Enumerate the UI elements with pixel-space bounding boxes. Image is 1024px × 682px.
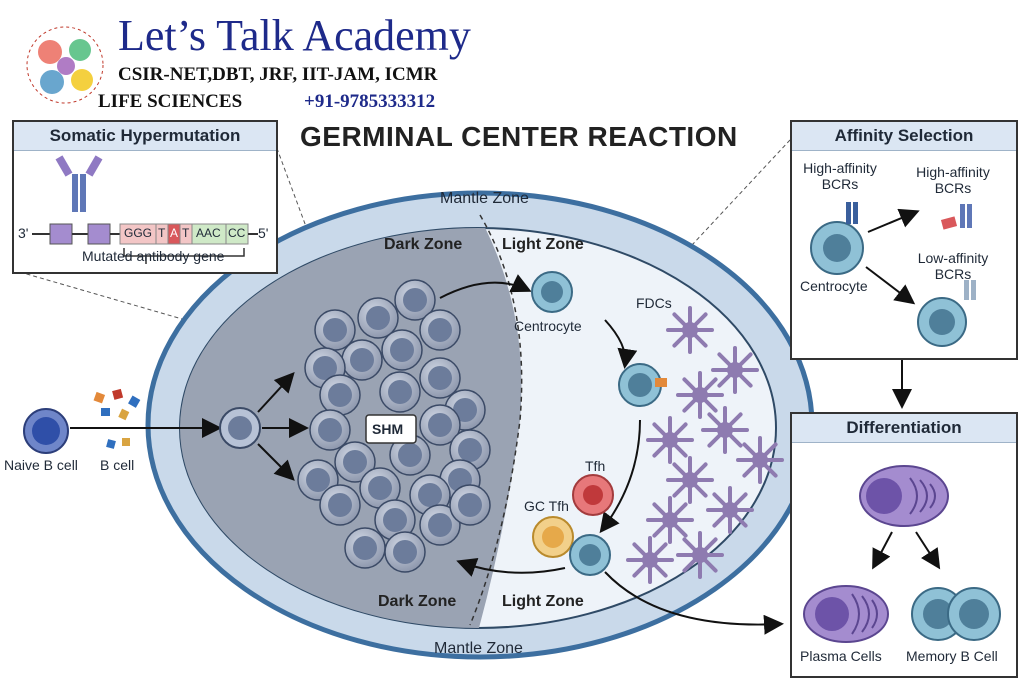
fdc-dendrites bbox=[666, 306, 714, 354]
fdc-cell bbox=[692, 547, 708, 563]
light-zone-top: Light Zone bbox=[502, 236, 584, 253]
centroblast-nucleus bbox=[328, 383, 352, 407]
fdc-dendrites bbox=[626, 536, 674, 584]
fdc-cell bbox=[722, 502, 738, 518]
fdc-network bbox=[626, 306, 784, 584]
fdc-cell bbox=[642, 552, 658, 568]
centroblast-nucleus bbox=[428, 513, 452, 537]
fdc-dendrites bbox=[666, 456, 714, 504]
fdc-dendrites bbox=[706, 486, 754, 534]
memory-b-cell-label: Memory B Cell bbox=[906, 648, 998, 664]
centroblast-nucleus bbox=[428, 318, 452, 342]
brand-phone: +91-9785333312 bbox=[304, 91, 436, 112]
centroblast-nucleus bbox=[368, 476, 392, 500]
fdc-cell bbox=[662, 512, 678, 528]
seq-cc: CC bbox=[228, 226, 246, 240]
brand-subject: LIFE SCIENCES bbox=[98, 91, 243, 112]
page-title: GERMINAL CENTER REACTION bbox=[300, 121, 738, 152]
centroblast-nucleus bbox=[306, 468, 330, 492]
fdc-cell bbox=[692, 387, 708, 403]
centroblast-nucleus bbox=[328, 493, 352, 517]
centroblast-nucleus bbox=[313, 356, 337, 380]
fdc-dendrites bbox=[711, 346, 759, 394]
mantle-zone-top: Mantle Zone bbox=[440, 190, 529, 207]
tfh-label: Tfh bbox=[585, 458, 606, 474]
plasma-cells-label: Plasma Cells bbox=[800, 648, 882, 664]
centroblast-nucleus bbox=[343, 450, 367, 474]
gene-end-3prime: 3' bbox=[18, 225, 29, 241]
somatic-hypermutation-panel: Somatic Hypermutation 3' 5' GGG T A T AA… bbox=[12, 120, 278, 274]
fdc-cell bbox=[662, 432, 678, 448]
centroblast-nucleus bbox=[418, 483, 442, 507]
seq-t2: T bbox=[182, 226, 190, 240]
seq-ggg: GGG bbox=[124, 226, 153, 240]
somatic-panel-heading: Somatic Hypermutation bbox=[14, 122, 276, 151]
fdc-dendrites bbox=[646, 496, 694, 544]
antibody-gene-graphic bbox=[32, 155, 258, 264]
centroblast-nucleus bbox=[350, 348, 374, 372]
centroblast-nucleus bbox=[458, 493, 482, 517]
centroblast-nucleus bbox=[390, 338, 414, 362]
fdcs-label: FDCs bbox=[636, 295, 672, 311]
centroblast-nucleus bbox=[383, 508, 407, 532]
differentiation-graphic bbox=[803, 465, 1001, 643]
affinity-panel-heading: Affinity Selection bbox=[792, 122, 1016, 151]
fdc-dendrites bbox=[701, 406, 749, 454]
centroblast-nucleus bbox=[318, 418, 342, 442]
b-cell-label: B cell bbox=[100, 457, 135, 473]
differentiation-panel-heading: Differentiation bbox=[792, 414, 1016, 443]
fdc-dendrites bbox=[736, 436, 784, 484]
differentiation-panel: Differentiation Plasma Cells Memory B Ce… bbox=[790, 412, 1018, 678]
centroblast-nucleus bbox=[398, 443, 422, 467]
centroblast-nucleus bbox=[428, 366, 452, 390]
centroblast-nucleus bbox=[458, 438, 482, 462]
dark-zone-bottom: Dark Zone bbox=[378, 593, 457, 610]
gene-end-5prime: 5' bbox=[258, 225, 269, 241]
fdc-cell bbox=[727, 362, 743, 378]
centrocyte-label: Centrocyte bbox=[514, 318, 582, 334]
shm-label: SHM bbox=[372, 421, 404, 437]
affinity-centrocyte-label: Centrocyte bbox=[800, 278, 868, 294]
seq-aac: AAC bbox=[196, 226, 221, 240]
centroblast-nucleus bbox=[323, 318, 347, 342]
centroblast-nucleus bbox=[453, 398, 477, 422]
fdc-dendrites bbox=[676, 371, 724, 419]
gene-caption: Mutated antibody gene bbox=[82, 248, 225, 264]
centroblast-nucleus bbox=[428, 413, 452, 437]
fdc-cell bbox=[682, 322, 698, 338]
fdc-dendrites bbox=[676, 531, 724, 579]
centroblast-cluster bbox=[297, 279, 491, 573]
fdc-dendrites bbox=[646, 416, 694, 464]
naive-b-cell bbox=[23, 408, 69, 454]
fdc-cell bbox=[752, 452, 768, 468]
brand-exams: CSIR-NET,DBT, JRF, IIT-JAM, ICMR bbox=[118, 64, 438, 85]
seq-t1: T bbox=[158, 226, 166, 240]
mantle-zone-bottom: Mantle Zone bbox=[434, 640, 523, 657]
gc-tfh-label: GC Tfh bbox=[524, 498, 569, 514]
centroblast-nucleus bbox=[353, 536, 377, 560]
antigen-fragments bbox=[93, 388, 141, 449]
dark-zone-top: Dark Zone bbox=[384, 236, 463, 253]
fdc-cell bbox=[682, 472, 698, 488]
light-zone-bottom: Light Zone bbox=[502, 593, 584, 610]
centroblast-nucleus bbox=[388, 380, 412, 404]
seq-a-mutated: A bbox=[170, 226, 179, 240]
centroblast-nucleus bbox=[366, 306, 390, 330]
affinity-graphic bbox=[810, 202, 976, 347]
naive-b-cell-label: Naive B cell bbox=[4, 457, 78, 473]
academy-logo bbox=[26, 26, 104, 104]
brand-title: Let’s Talk Academy bbox=[118, 11, 471, 60]
centroblast-nucleus bbox=[403, 288, 427, 312]
centroblast-nucleus bbox=[393, 540, 417, 564]
fdc-cell bbox=[717, 422, 733, 438]
